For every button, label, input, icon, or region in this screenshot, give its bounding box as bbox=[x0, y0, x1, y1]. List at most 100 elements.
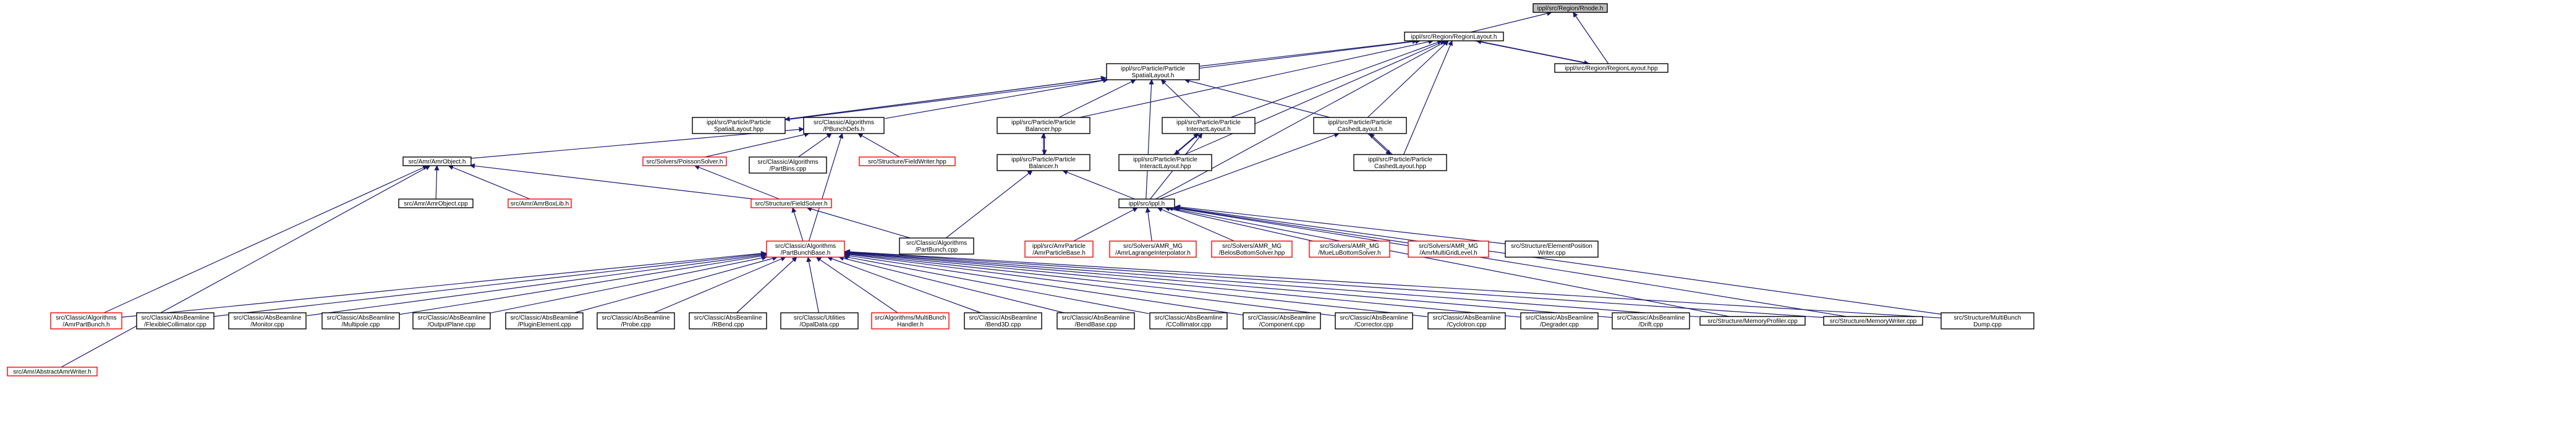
node-label-memprofiler-0: src/Structure/MemoryProfiler.cpp bbox=[1707, 318, 1798, 325]
node-label-rnode-0: ippl/src/Region/Rnode.h bbox=[1537, 6, 1604, 12]
node-box-regionlayout_hpp bbox=[1554, 63, 1668, 73]
edge-corrector-to-partbunchbase bbox=[844, 252, 1337, 317]
node-pbunchdefs[interactable]: src/Classic/Algorithms/PBunchDefs.h bbox=[803, 117, 885, 134]
node-memwriter[interactable]: src/Structure/MemoryWriter.cpp bbox=[1823, 316, 1923, 326]
node-label-fieldsolver-0: src/Structure/FieldSolver.h bbox=[755, 201, 827, 208]
node-amrobject_h[interactable]: src/Amr/AmrObject.h bbox=[402, 156, 472, 166]
edge-interact_h-to-regionlayout_h bbox=[1230, 40, 1443, 118]
node-box-poisson bbox=[642, 156, 727, 166]
edge-multibunchdump-to-partbunchbase bbox=[844, 249, 1942, 319]
node-corrector[interactable]: src/Classic/AbsBeamline/Corrector.cpp bbox=[1335, 312, 1413, 329]
edge-monitor-to-partbunchbase bbox=[307, 252, 768, 317]
node-box-amrwriter bbox=[7, 367, 98, 376]
node-label-rbend3d-0: src/Classic/AbsBeamline bbox=[969, 315, 1037, 321]
node-label-outputplane-0: src/Classic/AbsBeamline bbox=[417, 315, 485, 321]
node-interact_h[interactable]: ippl/src/Particle/ParticleInteractLayout… bbox=[1162, 117, 1256, 134]
node-box-pbunchdefs bbox=[803, 117, 885, 134]
node-partbins[interactable]: src/Classic/Algorithms/PartBins.cpp bbox=[749, 156, 827, 174]
node-label-multibunchdump-1: Dump.cpp bbox=[1973, 321, 2002, 328]
node-box-flexcoll bbox=[136, 312, 215, 329]
node-component[interactable]: src/Classic/AbsBeamline/Component.cpp bbox=[1243, 312, 1321, 329]
node-bendbase[interactable]: src/Classic/AbsBeamline/BendBase.cpp bbox=[1056, 312, 1135, 329]
node-cached_hpp[interactable]: ippl/src/Particle/ParticleCashedLayout.h… bbox=[1353, 154, 1447, 171]
edge-opaldata-to-partbunchbase bbox=[806, 257, 820, 313]
edge-elementpos-to-ippl_h bbox=[1175, 204, 1507, 245]
node-partbunch_cpp[interactable]: src/Classic/Algorithms/PartBunch.cpp bbox=[899, 237, 974, 255]
node-label-elementpos-0: src/Structure/ElementPosition bbox=[1511, 243, 1592, 250]
node-label-partbunch_cpp-0: src/Classic/Algorithms bbox=[906, 240, 967, 247]
node-label-rbend-1: /RBend.cpp bbox=[712, 321, 744, 328]
node-regionlayout_hpp[interactable]: ippl/src/Region/RegionLayout.hpp bbox=[1554, 63, 1668, 73]
edge-partbunchbase-to-fieldsolver bbox=[791, 207, 804, 242]
node-probe[interactable]: src/Classic/AbsBeamline/Probe.cpp bbox=[597, 312, 675, 329]
node-label-drift-1: /Drift.cpp bbox=[1638, 321, 1663, 328]
node-box-regionlayout_h bbox=[1404, 32, 1504, 41]
node-memprofiler[interactable]: src/Structure/MemoryProfiler.cpp bbox=[1699, 316, 1806, 326]
node-label-corrector-0: src/Classic/AbsBeamline bbox=[1340, 315, 1408, 321]
edge-partbunch_cpp-to-fieldsolver bbox=[806, 206, 911, 239]
node-partbunchbase[interactable]: src/Classic/Algorithms/PartBunchBase.h bbox=[766, 240, 845, 258]
node-ccollimator[interactable]: src/Classic/AbsBeamline/CCollimator.cpp bbox=[1149, 312, 1228, 329]
edge-cached_h-to-regionlayout_h bbox=[1367, 40, 1449, 118]
node-label-corrector-1: /Corrector.cpp bbox=[1354, 321, 1393, 328]
node-label-spatial_h-0: ippl/src/Particle/Particle bbox=[1121, 66, 1185, 72]
node-box-cached_hpp bbox=[1353, 154, 1447, 171]
node-label-muelu-0: src/Solvers/AMR_MG bbox=[1320, 243, 1379, 250]
node-fieldwriter[interactable]: src/Structure/FieldWriter.hpp bbox=[859, 156, 956, 166]
node-fieldsolver[interactable]: src/Structure/FieldSolver.h bbox=[750, 198, 832, 208]
node-rnode[interactable]: ippl/src/Region/Rnode.h bbox=[1532, 3, 1608, 13]
node-outputplane[interactable]: src/Classic/AbsBeamline/OutputPlane.cpp bbox=[412, 312, 491, 329]
node-multigrid[interactable]: src/Solvers/AMR_MG/AmrMultiGridLevel.h bbox=[1408, 240, 1489, 258]
edge-outputplane-to-partbunchbase bbox=[490, 255, 767, 313]
node-spatial_h[interactable]: ippl/src/Particle/ParticleSpatialLayout.… bbox=[1106, 63, 1200, 80]
edge-degrader-to-partbunchbase bbox=[844, 250, 1521, 318]
edge-ippl_h-to-regionlayout_h bbox=[1155, 40, 1448, 200]
node-box-multigrid bbox=[1408, 240, 1489, 258]
node-label-lagrange-0: src/Solvers/AMR_MG bbox=[1123, 243, 1183, 250]
node-box-rbend3d bbox=[964, 312, 1042, 329]
node-label-balancer_hpp-0: ippl/src/Particle/Particle bbox=[1011, 119, 1076, 126]
node-cyclotron[interactable]: src/Classic/AbsBeamline/Cyclotron.cpp bbox=[1427, 312, 1506, 329]
node-opaldata[interactable]: src/Classic/Utilities/OpalData.cpp bbox=[780, 312, 859, 329]
edge-fieldwriter-to-pbunchdefs bbox=[857, 133, 900, 158]
node-amrwriter[interactable]: src/Amr/AbstractAmrWriter.h bbox=[7, 367, 98, 376]
node-bottomsolver[interactable]: src/Solvers/AMR_MG/BelosBottomSolver.hpp bbox=[1211, 240, 1293, 258]
node-box-fieldsolver bbox=[750, 198, 832, 208]
node-box-amrobject_cpp bbox=[398, 198, 474, 208]
node-label-pbunchdefs-0: src/Classic/Algorithms bbox=[814, 119, 874, 126]
node-rbend[interactable]: src/Classic/AbsBeamline/RBend.cpp bbox=[689, 312, 767, 329]
node-ippl_h[interactable]: ippl/src/ippl.h bbox=[1118, 198, 1175, 208]
node-amrpartbunch[interactable]: src/Classic/Algorithms/AmrPartBunch.h bbox=[50, 312, 122, 329]
edge-memprofiler-to-partbunchbase bbox=[843, 250, 1699, 318]
node-box-corrector bbox=[1335, 312, 1413, 329]
node-pluginelement[interactable]: src/Classic/AbsBeamline/PluginElement.cp… bbox=[505, 312, 584, 329]
node-box-spatial_h bbox=[1106, 63, 1200, 80]
node-spatial_hpp[interactable]: ippl/src/Particle/ParticleSpatialLayout.… bbox=[692, 117, 786, 134]
node-poisson[interactable]: src/Solvers/PoissonSolver.h bbox=[642, 156, 727, 166]
graph-edges bbox=[61, 11, 1942, 368]
node-amrparticlebase[interactable]: ippl/src/AmrParticle/AmrParticleBase.h bbox=[1024, 240, 1094, 258]
node-lagrange[interactable]: src/Solvers/AMR_MG/AmrLagrangeInterpolat… bbox=[1109, 240, 1197, 258]
node-rbend3d[interactable]: src/Classic/AbsBeamline/Bend3D.cpp bbox=[964, 312, 1042, 329]
edge-cyclotron-to-partbunchbase bbox=[843, 251, 1427, 317]
node-amrboxlib[interactable]: src/Amr/AmrBoxLib.h bbox=[508, 198, 572, 208]
node-interact_hpp[interactable]: ippl/src/Particle/ParticleInteractLayout… bbox=[1118, 154, 1212, 171]
edge-drift-to-partbunchbase bbox=[844, 250, 1613, 318]
node-multipole[interactable]: src/Classic/AbsBeamline/Multipole.cpp bbox=[321, 312, 400, 329]
node-muelu[interactable]: src/Solvers/AMR_MG/MueLuBottomSolver.h bbox=[1309, 240, 1390, 258]
node-label-component-1: /Component.cpp bbox=[1259, 321, 1305, 328]
node-amrobject_cpp[interactable]: src/Amr/AmrObject.cpp bbox=[398, 198, 474, 208]
node-drift[interactable]: src/Classic/AbsBeamline/Drift.cpp bbox=[1612, 312, 1690, 329]
node-monitor[interactable]: src/Classic/AbsBeamline/Monitor.cpp bbox=[228, 312, 307, 329]
node-label-rbend-0: src/Classic/AbsBeamline bbox=[694, 315, 762, 321]
node-label-amrboxlib-0: src/Amr/AmrBoxLib.h bbox=[511, 201, 569, 208]
node-flexcoll[interactable]: src/Classic/AbsBeamline/FlexibleCollimat… bbox=[136, 312, 215, 329]
node-regionlayout_h[interactable]: ippl/src/Region/RegionLayout.h bbox=[1404, 32, 1504, 41]
node-degrader[interactable]: src/Classic/AbsBeamline/Degrader.cpp bbox=[1520, 312, 1599, 329]
